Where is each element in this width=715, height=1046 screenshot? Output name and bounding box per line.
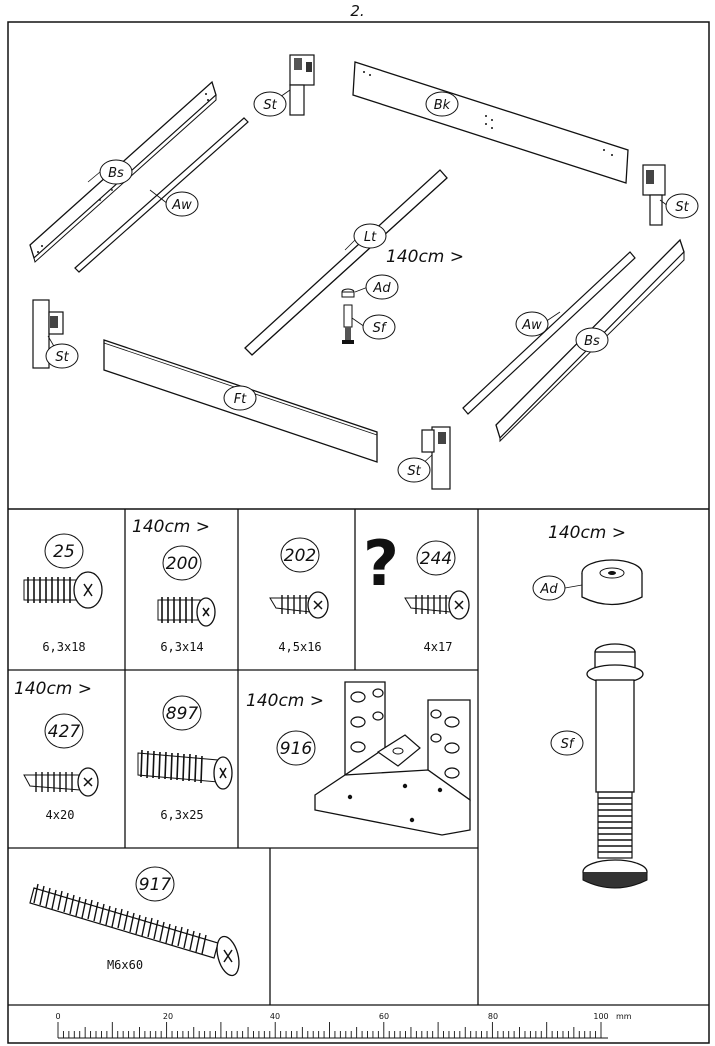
screw-icon xyxy=(157,597,216,627)
svg-text:Bk: Bk xyxy=(434,98,451,113)
assembly-diagram: St Bk Bs Aw St Lt 140cm > Ad Sf xyxy=(29,54,699,490)
corner-bracket-bottom xyxy=(421,426,451,490)
bolt-icon xyxy=(29,883,240,977)
svg-text:Ad: Ad xyxy=(372,281,391,296)
slat-rail-left xyxy=(74,117,249,273)
svg-text:St: St xyxy=(675,200,689,215)
adjuster-cap xyxy=(581,559,643,606)
corner-bracket-left xyxy=(32,299,64,369)
screw-icon xyxy=(269,591,329,619)
callout-st-bottom: St xyxy=(397,457,431,483)
callout-lt: Lt xyxy=(353,223,387,249)
svg-text:4,5x16: 4,5x16 xyxy=(278,640,321,654)
screw-icon xyxy=(137,749,233,790)
screw-icon xyxy=(23,767,99,797)
svg-text:4x17: 4x17 xyxy=(424,640,453,654)
svg-text:6,3x18: 6,3x18 xyxy=(42,640,85,654)
page-number: 2. xyxy=(350,2,365,20)
support-foot xyxy=(582,643,648,889)
svg-text:244: 244 xyxy=(420,549,452,569)
svg-text:Sf: Sf xyxy=(373,321,388,336)
callout-aw-left: Aw xyxy=(165,191,199,217)
screw-icon xyxy=(23,571,103,609)
svg-text:897: 897 xyxy=(166,704,199,724)
ruler-label-80: 80 xyxy=(488,1012,498,1021)
ruler-label-40: 40 xyxy=(270,1012,280,1021)
leg-parts-small xyxy=(341,288,355,344)
callout-ft: Ft xyxy=(223,385,257,411)
hardware-item-897: 897 6,3x25 xyxy=(137,695,233,822)
callout-st-left: St xyxy=(45,343,79,369)
callout-ad: Ad xyxy=(365,274,399,300)
svg-text:4x20: 4x20 xyxy=(46,808,75,822)
callout-aw-right: Aw xyxy=(515,311,549,337)
size-note-assembly: 140cm > xyxy=(386,247,464,267)
svg-text:6,3x14: 6,3x14 xyxy=(160,640,203,654)
svg-text:St: St xyxy=(263,98,277,113)
ruler-label-60: 60 xyxy=(379,1012,389,1021)
ruler-unit: mm xyxy=(616,1012,632,1021)
callout-st-right: St xyxy=(665,193,699,219)
screw-icon xyxy=(404,590,470,620)
callout-bs-right: Bs xyxy=(575,327,609,353)
svg-text:140cm >: 140cm > xyxy=(246,691,324,711)
page-frame xyxy=(7,21,710,1044)
callout-sf-leg: Sf xyxy=(561,737,576,752)
back-board xyxy=(352,61,629,184)
callout-st-top: St xyxy=(253,91,287,117)
svg-text:25: 25 xyxy=(53,542,75,562)
svg-text:Aw: Aw xyxy=(521,318,542,333)
hardware-item-25: 25 6,3x18 xyxy=(23,533,103,654)
callout-bk: Bk xyxy=(425,91,459,117)
hardware-item-200: 140cm > 200 6,3x14 xyxy=(132,517,216,654)
callout-ad-leg: Ad xyxy=(539,582,558,597)
hardware-grid-lines xyxy=(8,509,709,1006)
svg-text:427: 427 xyxy=(48,722,81,742)
svg-text:Bs: Bs xyxy=(108,166,124,181)
hardware-item-917: 917 M6x60 xyxy=(29,866,240,977)
svg-text:Bs: Bs xyxy=(584,334,600,349)
svg-text:200: 200 xyxy=(166,554,198,574)
svg-text:916: 916 xyxy=(280,739,313,759)
svg-text:St: St xyxy=(55,350,69,365)
ruler-label-20: 20 xyxy=(163,1012,173,1021)
svg-text:917: 917 xyxy=(139,875,172,895)
svg-text:Lt: Lt xyxy=(364,230,377,245)
corner-bracket-top xyxy=(289,54,315,116)
hardware-item-202: 202 4,5x16 xyxy=(269,537,329,654)
svg-text:202: 202 xyxy=(284,546,316,566)
hardware-item-916: 140cm > 916 xyxy=(246,681,471,836)
ruler-label-100: 100 xyxy=(593,1012,608,1021)
leg-assembly: 140cm > Ad Sf xyxy=(532,523,648,889)
svg-text:140cm >: 140cm > xyxy=(132,517,210,537)
size-note-leg: 140cm > xyxy=(548,523,626,543)
hardware-item-427: 140cm > 427 4x20 xyxy=(14,679,99,822)
slat-rail-right xyxy=(462,251,636,415)
callout-sf: Sf xyxy=(362,314,396,340)
corner-bracket-right xyxy=(642,164,666,226)
svg-text:Ft: Ft xyxy=(234,392,247,407)
svg-text:140cm >: 140cm > xyxy=(14,679,92,699)
svg-text:M6x60: M6x60 xyxy=(107,958,143,972)
hardware-item-244: ? 244 4x17 xyxy=(363,527,470,654)
bracket-icon xyxy=(314,681,471,836)
question-mark-icon: ? xyxy=(363,527,399,600)
callout-bs-left: Bs xyxy=(99,159,133,185)
svg-text:Aw: Aw xyxy=(171,198,192,213)
svg-text:St: St xyxy=(407,464,421,479)
ruler-label-0: 0 xyxy=(55,1012,60,1021)
measurement-ruler: 0 20 40 60 80 100 mm xyxy=(55,1012,632,1039)
svg-text:6,3x25: 6,3x25 xyxy=(160,808,203,822)
